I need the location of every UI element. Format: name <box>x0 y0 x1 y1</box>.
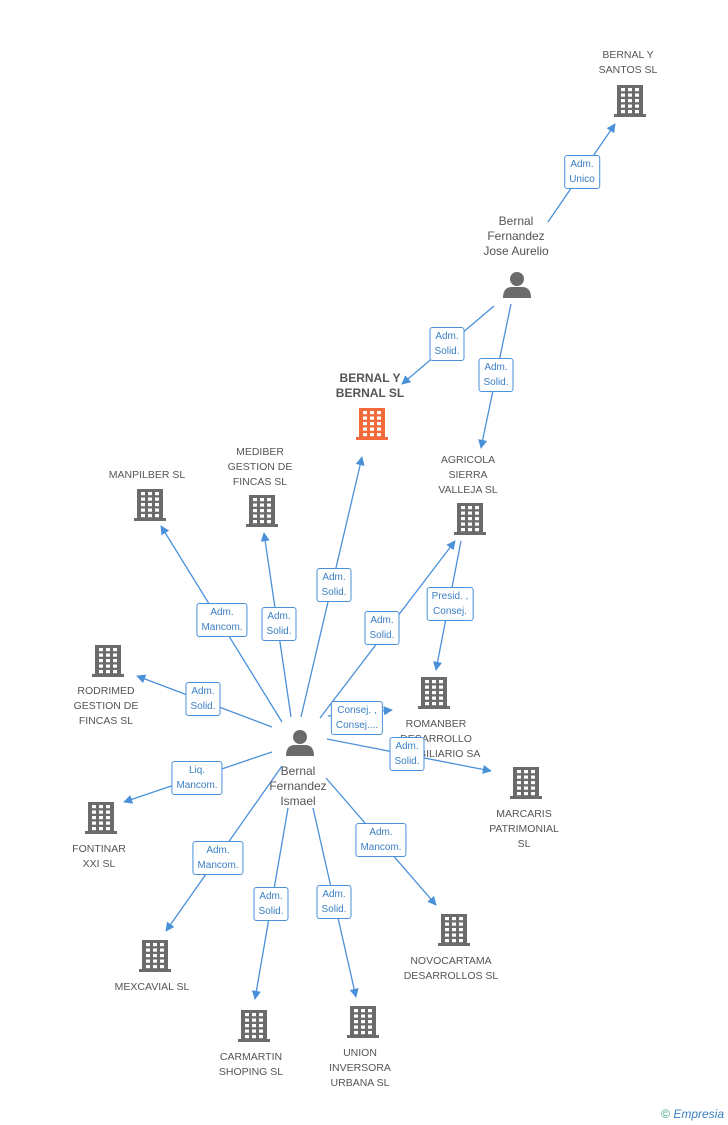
edge-label[interactable]: Adm. Mancom. <box>355 823 407 857</box>
node-label-manpilber[interactable]: MANPILBER SL <box>108 469 186 481</box>
node-label-union[interactable]: UNION INVERSORA URBANA SL <box>329 1047 391 1089</box>
edge-label[interactable]: Adm. Solid. <box>478 358 514 392</box>
building-icon[interactable] <box>418 677 450 709</box>
building-icon[interactable] <box>510 767 542 799</box>
person-icon[interactable] <box>286 730 314 756</box>
footer-brand: © Empresia <box>661 1107 724 1121</box>
building-icon[interactable] <box>139 940 171 972</box>
node-label-marcaris[interactable]: MARCARIS PATRIMONIAL SL <box>489 808 559 850</box>
node-label-jose-aurelio[interactable]: Bernal Fernandez Jose Aurelio <box>483 214 549 258</box>
edge-label[interactable]: Adm. Mancom. <box>192 841 244 875</box>
building-icon[interactable] <box>614 85 646 117</box>
building-icon[interactable] <box>246 495 278 527</box>
edge-label[interactable]: Adm. Solid. <box>316 568 352 602</box>
edge-label[interactable]: Adm. Solid. <box>316 885 352 919</box>
building-icon[interactable] <box>347 1006 379 1038</box>
building-icon[interactable] <box>92 645 124 677</box>
node-label-bernal-y-santos[interactable]: BERNAL Y SANTOS SL <box>598 49 658 76</box>
building-icon[interactable] <box>238 1010 270 1042</box>
node-label-bernal-y-bernal[interactable]: BERNAL Y BERNAL SL <box>335 371 405 400</box>
node-label-mediber[interactable]: MEDIBER GESTION DE FINCAS SL <box>227 446 293 488</box>
node-label-mexcavial[interactable]: MEXCAVIAL SL <box>114 981 190 993</box>
building-icon[interactable] <box>454 503 486 535</box>
node-label-fontinar[interactable]: FONTINAR XXI SL <box>72 843 126 870</box>
edge-label[interactable]: Adm. Solid. <box>389 737 425 771</box>
building-icon[interactable] <box>134 489 166 521</box>
node-label-ismael[interactable]: Bernal Fernandez Ismael <box>269 764 327 808</box>
building-icon[interactable] <box>356 408 388 440</box>
node-label-rodrimed[interactable]: RODRIMED GESTION DE FINCAS SL <box>73 685 139 727</box>
building-icon[interactable] <box>85 802 117 834</box>
person-icon[interactable] <box>503 272 531 298</box>
node-label-novocartama[interactable]: NOVOCARTAMA DESARROLLOS SL <box>403 955 499 982</box>
edge-label[interactable]: Adm. Solid. <box>364 611 400 645</box>
copyright-symbol: © <box>661 1107 670 1121</box>
edge-label[interactable]: Adm. Solid. <box>261 607 297 641</box>
edge-label[interactable]: Adm. Solid. <box>253 887 289 921</box>
edge-label[interactable]: Liq. Mancom. <box>171 761 223 795</box>
edge-label[interactable]: Adm. Solid. <box>185 682 221 716</box>
building-icon[interactable] <box>438 914 470 946</box>
node-label-carmartin[interactable]: CARMARTIN SHOPING SL <box>218 1051 284 1078</box>
edge-label[interactable]: Adm. Unico <box>564 155 600 189</box>
edge-label[interactable]: Adm. Mancom. <box>196 603 248 637</box>
edge-label[interactable]: Consej. , Consej.... <box>330 701 384 735</box>
edge-label[interactable]: Presid. , Consej. <box>426 587 474 621</box>
node-label-agricola[interactable]: AGRICOLA SIERRA VALLEJA SL <box>438 454 498 496</box>
edge-label[interactable]: Adm. Solid. <box>429 327 465 361</box>
brand-name: Empresia <box>673 1107 724 1121</box>
